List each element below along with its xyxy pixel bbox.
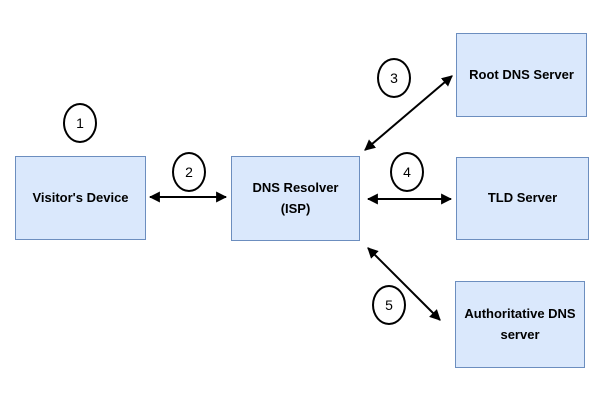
node-label: Authoritative DNS bbox=[464, 306, 576, 322]
step-badge-2: 2 bbox=[172, 152, 206, 192]
step-number: 4 bbox=[403, 164, 411, 180]
arrow-resolver-root bbox=[364, 75, 453, 151]
step-number: 1 bbox=[76, 115, 84, 131]
node-label: Root DNS Server bbox=[469, 66, 574, 82]
step-number: 3 bbox=[390, 70, 398, 86]
node-dns-resolver: DNS Resolver (ISP) bbox=[231, 156, 360, 241]
step-badge-3: 3 bbox=[377, 58, 411, 98]
step-number: 2 bbox=[185, 164, 193, 180]
step-badge-5: 5 bbox=[372, 285, 406, 325]
step-badge-4: 4 bbox=[390, 152, 424, 192]
node-authoritative-dns-server: Authoritative DNS server bbox=[455, 281, 585, 368]
node-root-dns-server: Root DNS Server bbox=[456, 33, 587, 117]
node-label: TLD Server bbox=[487, 190, 558, 206]
step-number: 5 bbox=[385, 297, 393, 313]
node-tld-server: TLD Server bbox=[456, 157, 589, 240]
step-badge-1: 1 bbox=[63, 103, 97, 143]
node-label: DNS Resolver bbox=[252, 180, 339, 196]
node-label: Visitor's Device bbox=[32, 189, 129, 205]
node-label: (ISP) bbox=[280, 200, 311, 216]
node-label: server bbox=[500, 326, 540, 342]
node-visitors-device: Visitor's Device bbox=[15, 156, 146, 240]
arrow-resolver-authoritative bbox=[367, 247, 441, 321]
